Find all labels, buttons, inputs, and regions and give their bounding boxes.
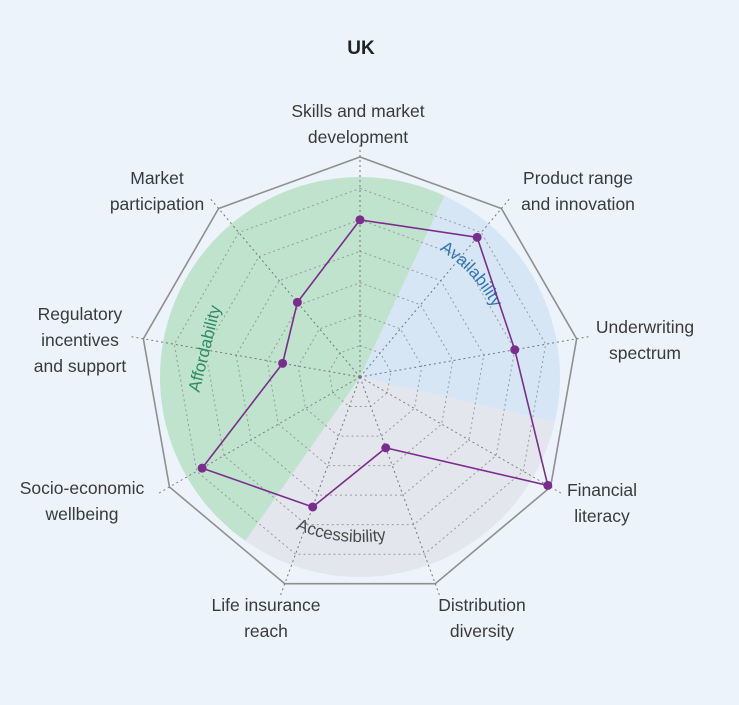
grid-ring bbox=[173, 187, 547, 555]
data-point-8 bbox=[278, 358, 288, 368]
grid-ring bbox=[266, 282, 454, 467]
axis-spoke bbox=[210, 198, 361, 378]
series-line bbox=[200, 218, 549, 508]
grid-ring bbox=[142, 156, 578, 585]
grid-ring bbox=[328, 345, 392, 408]
data-point-7 bbox=[197, 463, 207, 473]
data-point-4 bbox=[543, 480, 553, 490]
axis-spoke bbox=[131, 336, 361, 378]
chart-title: UK bbox=[347, 38, 375, 59]
grid-ring bbox=[235, 250, 485, 496]
axis-spoke bbox=[359, 336, 589, 378]
axis-spoke bbox=[280, 376, 361, 596]
axis-spoke bbox=[359, 198, 510, 378]
axis-spoke bbox=[158, 376, 361, 494]
radar-grid bbox=[142, 156, 578, 585]
data-point-1 bbox=[355, 215, 365, 225]
data-point-2 bbox=[472, 232, 482, 242]
grid-ring bbox=[204, 219, 516, 526]
data-point-6 bbox=[308, 502, 318, 512]
radar-spokes bbox=[131, 145, 589, 596]
data-point-3 bbox=[510, 345, 520, 355]
series-layer bbox=[197, 215, 553, 512]
data-point-9 bbox=[292, 297, 302, 307]
axis-spoke bbox=[359, 376, 440, 596]
axis-spoke bbox=[359, 376, 562, 494]
data-point-5 bbox=[381, 443, 391, 453]
